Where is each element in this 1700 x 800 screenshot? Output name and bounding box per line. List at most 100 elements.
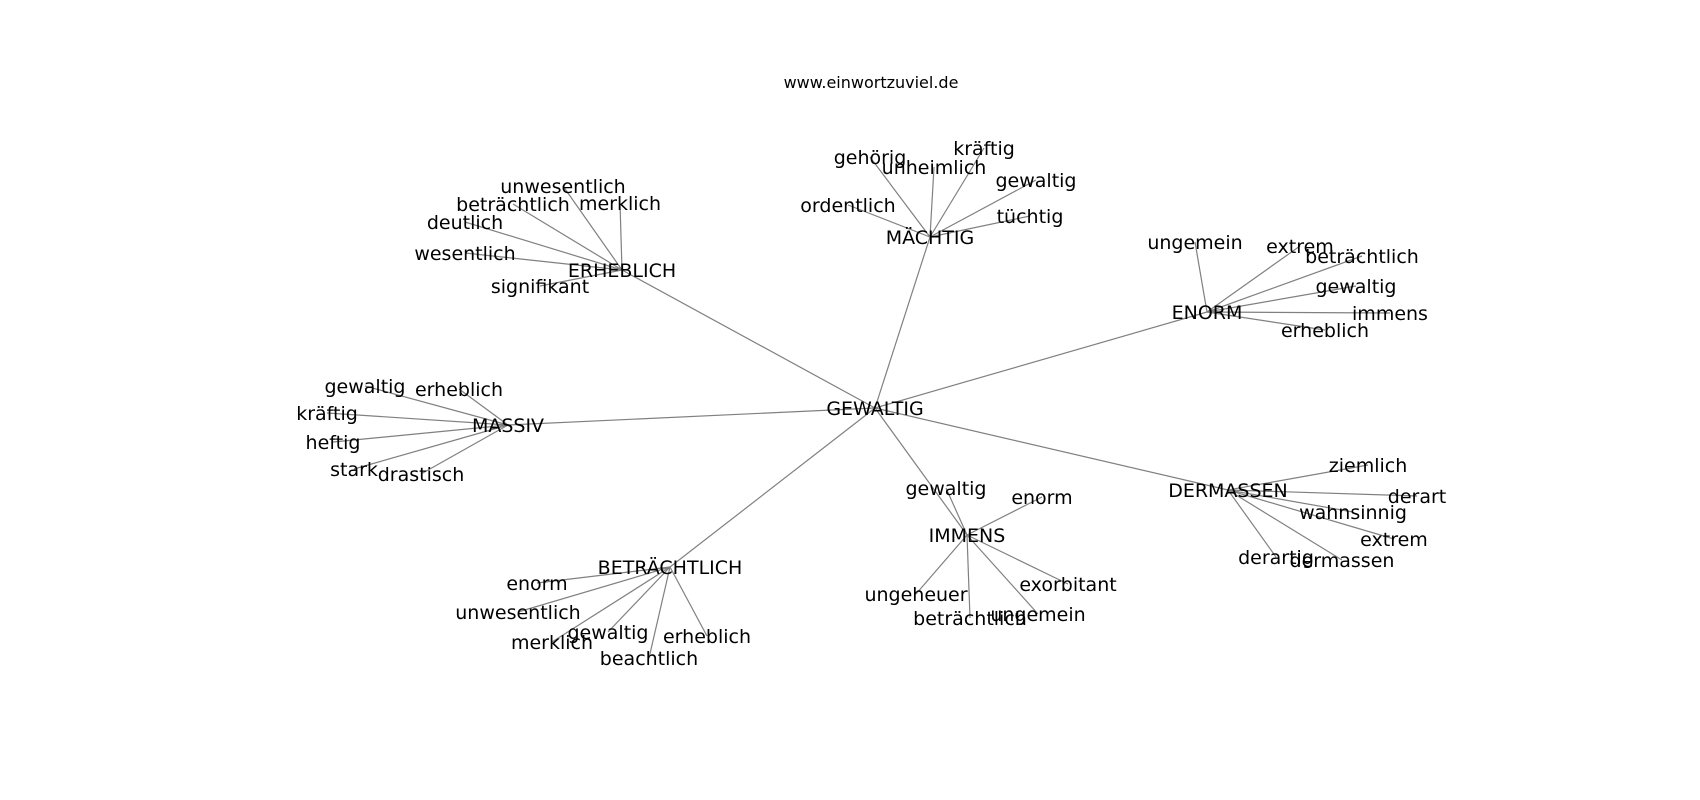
edge-erheblich-0 xyxy=(562,185,623,271)
synonym-node-dermassen-3: extrem xyxy=(1360,529,1428,551)
edge-immens-5 xyxy=(966,534,1039,615)
synonym-node-erheblich-1: beträchtlich xyxy=(456,194,570,216)
edge-beträchtlich-1 xyxy=(517,566,671,613)
edge-dermassen-3 xyxy=(1227,489,1395,540)
synonym-node-dermassen-2: wahnsinnig xyxy=(1299,502,1407,524)
center-node-label: GEWALTIG xyxy=(826,398,923,420)
edge-immens-0 xyxy=(945,487,968,536)
edge-dermassen-0 xyxy=(1227,464,1369,491)
synonym-node-immens-4: beträchtlich xyxy=(913,608,1027,630)
edge-enorm-0 xyxy=(1194,241,1208,313)
synonym-node-beträchtlich-2: gewaltig xyxy=(567,622,648,644)
edge-enorm-2 xyxy=(1206,255,1363,313)
synonym-node-beträchtlich-5: beachtlich xyxy=(600,648,698,670)
cluster-node-enorm: ENORM xyxy=(1172,302,1243,324)
edge-mächtig-4 xyxy=(847,204,931,238)
synonym-node-erheblich-4: wesentlich xyxy=(414,243,515,265)
synonym-node-immens-0: gewaltig xyxy=(905,478,986,500)
edge-mächtig-2 xyxy=(929,147,985,238)
edge-erheblich-1 xyxy=(512,203,623,271)
edge-immens-3 xyxy=(915,534,968,595)
edge-beträchtlich-4 xyxy=(551,566,671,643)
edge-center-beträchtlich xyxy=(669,407,876,568)
synonym-node-enorm-4: immens xyxy=(1352,303,1428,325)
synonym-node-enorm-0: ungemein xyxy=(1147,232,1242,254)
synonym-node-beträchtlich-0: enorm xyxy=(506,573,567,595)
synonym-node-erheblich-0: unwesentlich xyxy=(500,176,625,198)
edge-immens-4 xyxy=(966,534,971,619)
edge-enorm-3 xyxy=(1206,285,1357,313)
synonym-node-erheblich-2: merklich xyxy=(579,193,661,215)
edge-massiv-2 xyxy=(326,412,509,426)
synonym-node-mächtig-1: unheimlich xyxy=(882,157,987,179)
edge-massiv-1 xyxy=(458,388,509,426)
synonym-node-dermassen-0: ziemlich xyxy=(1329,455,1408,477)
edges-layer xyxy=(326,147,1418,659)
edge-enorm-5 xyxy=(1206,311,1326,331)
edge-center-mächtig xyxy=(874,236,931,409)
edge-enorm-1 xyxy=(1206,245,1301,313)
edge-mächtig-3 xyxy=(929,179,1037,238)
synonym-node-beträchtlich-3: erheblich xyxy=(663,626,751,648)
edge-dermassen-4 xyxy=(1227,489,1277,558)
edge-dermassen-5 xyxy=(1227,489,1343,561)
edge-immens-1 xyxy=(966,496,1043,536)
source-url-label: www.einwortzuviel.de xyxy=(784,73,959,92)
edge-beträchtlich-3 xyxy=(669,566,708,637)
synonym-node-massiv-3: heftig xyxy=(306,432,361,454)
cluster-node-massiv: MASSIV xyxy=(472,415,544,437)
cluster-node-erheblich: ERHEBLICH xyxy=(568,260,676,282)
synonym-node-enorm-2: beträchtlich xyxy=(1305,246,1419,268)
edge-beträchtlich-2 xyxy=(607,566,671,633)
edge-center-enorm xyxy=(874,311,1208,409)
synonym-node-beträchtlich-4: merklich xyxy=(511,632,593,654)
synonym-node-erheblich-3: deutlich xyxy=(427,212,503,234)
synonym-node-massiv-5: drastisch xyxy=(378,464,465,486)
edge-erheblich-2 xyxy=(619,202,623,271)
edge-mächtig-1 xyxy=(929,166,935,238)
synonym-node-enorm-5: erheblich xyxy=(1281,320,1369,342)
edge-erheblich-4 xyxy=(464,252,623,271)
edge-erheblich-5 xyxy=(539,269,623,287)
synonym-node-immens-5: ungemein xyxy=(990,604,1085,626)
edge-center-massiv xyxy=(507,407,876,426)
edge-beträchtlich-5 xyxy=(648,566,671,659)
synonym-node-dermassen-1: derart xyxy=(1388,486,1446,508)
edge-beträchtlich-0 xyxy=(536,566,671,584)
synonym-node-immens-2: exorbitant xyxy=(1019,574,1116,596)
cluster-node-mächtig: MÄCHTIG xyxy=(886,226,975,249)
edge-massiv-3 xyxy=(332,424,509,443)
edge-immens-2 xyxy=(966,534,1069,585)
synonym-node-immens-3: ungeheuer xyxy=(864,584,967,606)
edge-mächtig-5 xyxy=(929,215,1031,238)
synonym-node-massiv-2: kräftig xyxy=(296,403,358,425)
synonym-node-dermassen-4: derartig xyxy=(1238,547,1314,569)
edge-massiv-4 xyxy=(353,424,509,470)
edge-center-erheblich xyxy=(621,269,876,409)
cluster-node-dermassen: DERMASSEN xyxy=(1168,480,1288,502)
edge-massiv-5 xyxy=(420,424,509,475)
edge-dermassen-2 xyxy=(1227,489,1354,513)
synonym-node-immens-1: enorm xyxy=(1011,487,1072,509)
synonym-node-mächtig-0: gehörig xyxy=(834,147,907,169)
synonym-node-mächtig-2: kräftig xyxy=(953,138,1015,160)
synonym-node-massiv-1: erheblich xyxy=(415,379,503,401)
edge-dermassen-1 xyxy=(1227,489,1418,497)
synonym-node-massiv-4: stark xyxy=(330,459,378,481)
edge-erheblich-3 xyxy=(464,221,623,271)
edge-mächtig-0 xyxy=(869,156,931,238)
cluster-node-immens: IMMENS xyxy=(929,525,1006,547)
synonym-node-mächtig-3: gewaltig xyxy=(995,170,1076,192)
edge-enorm-4 xyxy=(1206,311,1391,314)
labels-layer: GEWALTIGERHEBLICHunwesentlichbeträchtlic… xyxy=(296,138,1446,670)
synonym-node-enorm-1: extrem xyxy=(1266,236,1334,258)
cluster-node-beträchtlich: BETRÄCHTLICH xyxy=(598,556,743,579)
synonym-node-beträchtlich-1: unwesentlich xyxy=(455,602,580,624)
edge-center-immens xyxy=(874,407,968,536)
synonym-node-mächtig-5: tüchtig xyxy=(997,206,1064,228)
edge-massiv-0 xyxy=(364,385,509,426)
synonym-node-mächtig-4: ordentlich xyxy=(800,195,895,217)
synonym-node-massiv-0: gewaltig xyxy=(324,376,405,398)
edge-center-dermassen xyxy=(874,407,1229,491)
